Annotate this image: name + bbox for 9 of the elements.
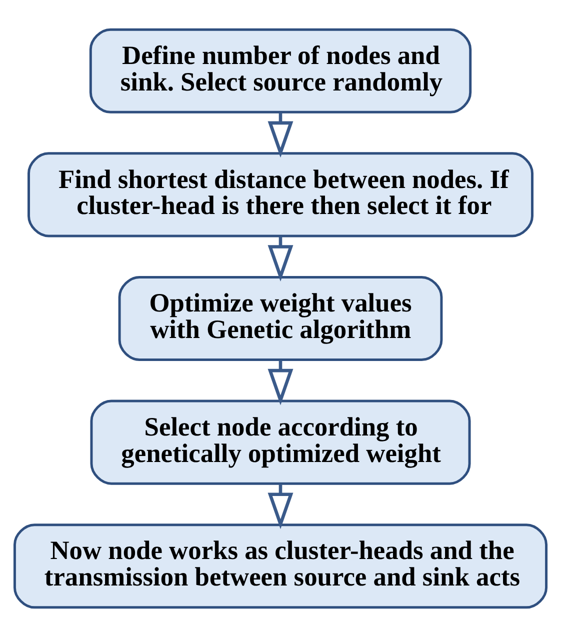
node-box: Find shortest distance between nodes. If cluster-head is there then select it for (28, 152, 534, 238)
node-box: Select node according to genetically optimized weight (90, 400, 471, 485)
arrow (268, 360, 294, 406)
arrow (268, 484, 294, 530)
node-box: Now node works as cluster-heads and the transmission between source and sink acts (13, 524, 548, 609)
node-box: Optimize weight values with Genetic algorithm (118, 276, 443, 361)
node-box: Define number of nodes and sink. Select source randomly (89, 28, 472, 114)
arrow (268, 112, 294, 158)
arrow (268, 236, 294, 282)
